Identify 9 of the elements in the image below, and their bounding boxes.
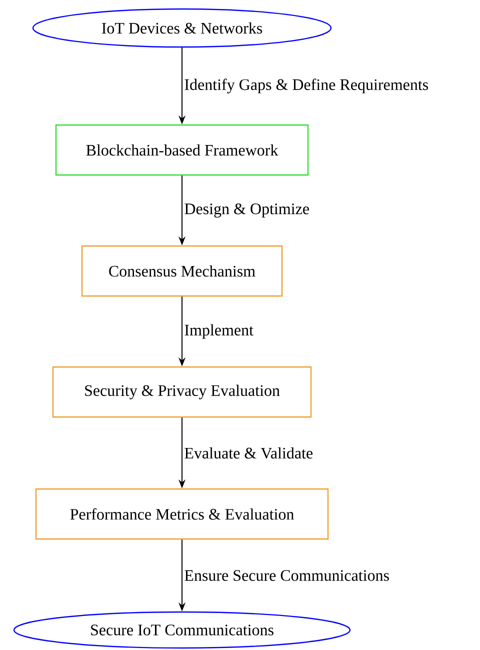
edge-label: Ensure Secure Communications (183, 569, 390, 582)
process-box: Security & Privacy Evaluation (52, 366, 312, 418)
process-box: Consensus Mechanism (81, 245, 283, 297)
process-box: Performance Metrics & Evaluation (35, 488, 329, 540)
process-box: Blockchain-based Framework (55, 124, 309, 176)
edge-label: Design & Optimize (183, 202, 311, 219)
edge-label: Identify Gaps & Define Requirements (183, 78, 430, 94)
edge-label: Implement (183, 323, 255, 340)
edge-label: Evaluate & Validate (183, 446, 314, 460)
